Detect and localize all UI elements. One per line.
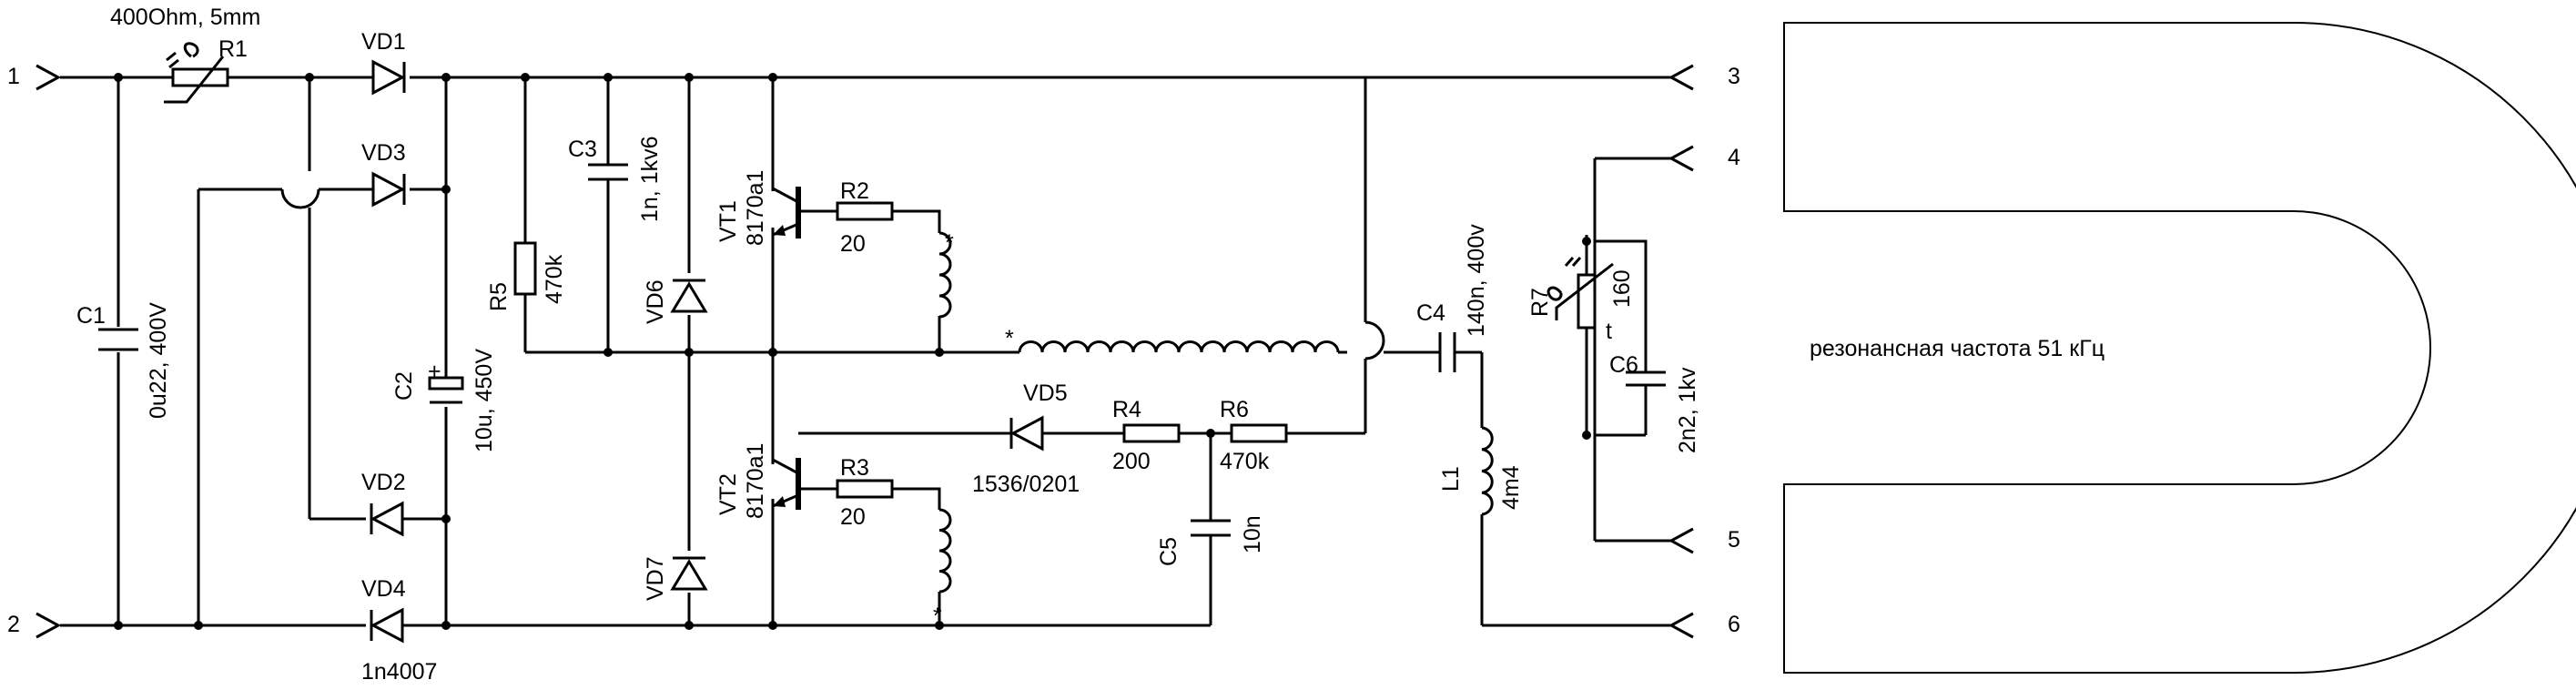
capacitor-c2 [428,376,464,404]
inductor-winding-1 [938,231,952,319]
terminal-1-label: 1 [7,64,20,89]
terminal-2-label: 2 [7,612,20,637]
coil-resonance-note: резонансная частота 51 кГц [1810,336,2104,361]
resistor-r2 [836,201,894,221]
r3-label: R3 [840,455,869,481]
diode-vd5 [1006,415,1047,452]
r7-t-marker: t [1606,319,1612,344]
r3-value: 20 [840,504,866,530]
r5-value: 470k [542,254,567,304]
winding2-dot-mark: * [933,604,942,629]
diode-vd2 [370,501,410,537]
terminal-3-label: 3 [1728,64,1740,89]
vd7-label: VD7 [643,556,668,601]
winding-main-dot-mark: * [1005,326,1014,351]
c2-polarity: + [428,359,441,384]
vd3-label: VD3 [361,140,406,166]
r7-value: 160 [1609,269,1635,308]
inductor-winding-2 [938,508,952,594]
c4-value: 140n, 400v [1464,224,1489,337]
vd4-label: VD4 [361,576,406,602]
terminal-4-label: 4 [1728,145,1740,170]
vd2-label: VD2 [361,470,406,495]
r6-label: R6 [1220,397,1249,422]
vt1-label: VT1 [715,200,741,242]
r4-value: 200 [1112,449,1151,474]
resistor-r4 [1122,423,1181,443]
capacitor-c1 [98,328,138,351]
inductor-winding-main [1018,340,1340,353]
c1-value: 0u22, 400V [146,302,171,419]
resistor-r1 [164,42,229,104]
c2-value: 10u, 450V [472,349,497,452]
r2-label: R2 [840,178,869,204]
capacitor-c5 [1191,519,1231,537]
transistor-vt1 [772,187,801,238]
c1-label: C1 [76,303,106,329]
capacitor-c6 [1626,370,1666,387]
diode-vd1 [366,59,406,96]
induction-coil-outline [1783,22,2576,674]
c3-value: 1n, 1kv6 [637,136,663,222]
diode-vd3 [366,171,406,208]
terminal-6-label: 6 [1728,612,1740,637]
terminal-connectors [35,64,1694,639]
junction-dots [114,73,1591,630]
c5-label: C5 [1156,537,1182,566]
diode-vd4 [370,607,410,644]
vd5-value: 1536/0201 [972,472,1080,497]
vt1-value: 8170a1 [743,170,768,246]
transistor-vt2 [772,458,801,510]
vd6-label: VD6 [643,279,668,324]
l1-label: L1 [1438,466,1464,492]
vd1-label: VD1 [361,29,406,55]
vd5-label: VD5 [1023,381,1068,406]
capacitor-c4 [1420,332,1482,372]
r2-value: 20 [840,231,866,257]
winding1-dot-mark: * [945,230,954,256]
c5-value: 10n [1240,515,1265,553]
resistor-r5 [513,241,537,296]
vt2-label: VT2 [715,473,741,515]
vd4-value: 1n4007 [361,659,437,685]
c6-value: 2n2, 1kv [1675,367,1700,453]
c3-label: C3 [568,137,597,162]
r1-designator: R1 [218,36,248,62]
c4-label: C4 [1416,300,1445,326]
inductor-l1 [1481,426,1494,516]
l1-value: 4m4 [1498,465,1524,510]
r4-label: R4 [1112,397,1141,422]
resistor-r7 [1547,257,1614,330]
wires [60,76,1672,627]
diode-vd6 [670,279,708,313]
c2-label: C2 [391,371,417,401]
terminal-5-label: 5 [1728,527,1740,553]
r1-value-label: 400Ohm, 5mm [110,5,260,30]
r5-label: R5 [486,282,512,311]
labels: 400Ohm, 5mm R1 1 2 3 4 5 6 VD1 VD3 VD2 V… [7,5,2104,685]
resistor-r6 [1230,423,1288,443]
c6-label: C6 [1609,352,1638,378]
r6-value: 470k [1220,449,1270,474]
r7-label: R7 [1527,288,1553,317]
capacitor-c3 [588,163,628,181]
diode-vd7 [670,556,708,591]
vt2-value: 8170a1 [743,443,768,519]
resistor-r3 [836,479,894,499]
